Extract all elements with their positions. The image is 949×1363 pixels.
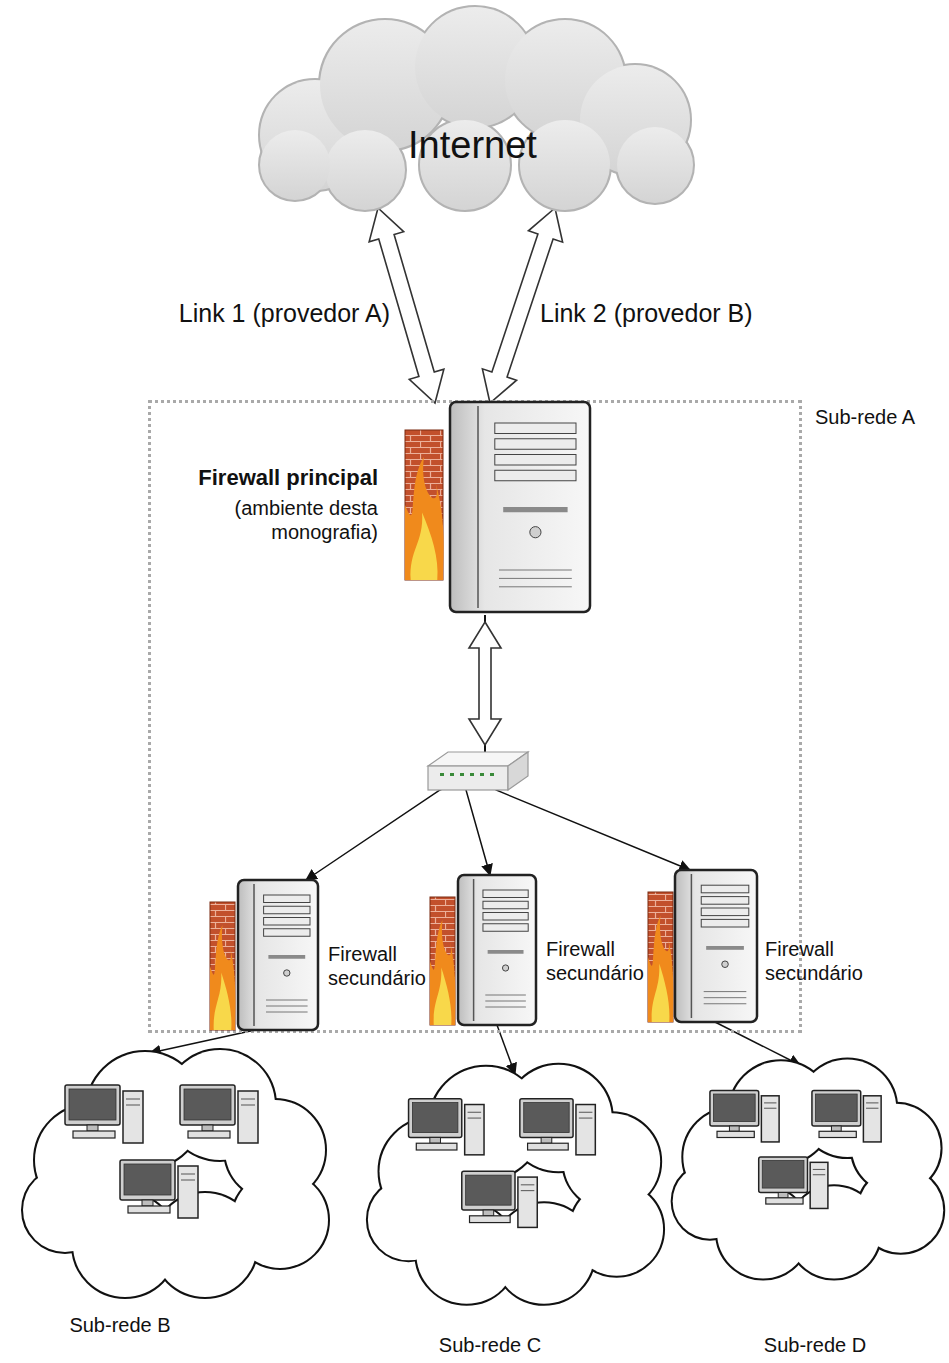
cloud-outline bbox=[368, 1065, 663, 1304]
node-shape bbox=[365, 1060, 665, 1360]
server-tower bbox=[675, 870, 757, 1022]
node-shape bbox=[235, 5, 710, 210]
node-shape bbox=[20, 1045, 330, 1345]
node-title: Sub-rede A bbox=[815, 405, 940, 429]
connector-arrow bbox=[485, 615, 690, 870]
link-label: Link 1 (provedor A) bbox=[92, 298, 392, 328]
firewall-server: Firewall secundário bbox=[205, 880, 454, 1030]
node-title: Firewall secundário bbox=[765, 937, 887, 985]
server-tower bbox=[238, 880, 318, 1030]
subnet-cloud: Sub-rede D bbox=[670, 1055, 945, 1360]
firewall-server: Firewall secundário bbox=[645, 870, 891, 1022]
firewall-server: Firewall principal (ambiente desta monogr… bbox=[160, 405, 595, 615]
computer-icon bbox=[65, 1085, 143, 1143]
firewall-icon bbox=[430, 897, 455, 1025]
computer-icon bbox=[812, 1090, 881, 1141]
firewall-icon bbox=[405, 430, 444, 580]
cloud-outline bbox=[260, 7, 693, 210]
subnet-cloud: Sub-rede B bbox=[20, 1045, 330, 1345]
network-switch bbox=[428, 752, 528, 790]
firewall-icon bbox=[648, 892, 673, 1022]
node-title: Sub-rede D bbox=[715, 1333, 915, 1357]
connector-arrow bbox=[150, 1030, 255, 1053]
computer-icon bbox=[759, 1157, 828, 1208]
connector-arrow bbox=[715, 1022, 800, 1065]
node-title: Firewall principal bbox=[160, 465, 378, 491]
server-tower bbox=[450, 402, 590, 612]
subnet-cloud: Sub-rede C bbox=[365, 1060, 665, 1360]
node-title: Sub-rede C bbox=[390, 1333, 590, 1357]
node-title: Sub-rede B bbox=[20, 1313, 220, 1337]
node-title: Internet bbox=[235, 123, 710, 169]
computer-icon bbox=[120, 1160, 198, 1218]
computer-icon bbox=[520, 1099, 595, 1155]
link-label: Link 2 (provedor B) bbox=[538, 298, 838, 328]
connector-arrow bbox=[306, 615, 485, 880]
computer-icon bbox=[180, 1085, 258, 1143]
firewall-icon bbox=[210, 902, 235, 1030]
cloud-outline bbox=[673, 1059, 944, 1278]
computer-icon bbox=[710, 1090, 779, 1141]
server-tower bbox=[458, 875, 536, 1025]
node-note: (ambiente desta monografia) bbox=[200, 496, 378, 544]
cloud-outline bbox=[23, 1050, 328, 1297]
node-shape bbox=[670, 1055, 945, 1360]
double-arrow bbox=[469, 622, 501, 745]
internet-cloud: Internet bbox=[235, 5, 710, 210]
computer-icon bbox=[462, 1171, 537, 1227]
computer-icon bbox=[409, 1099, 484, 1155]
subnet-region: Sub-rede AFirewall principal(ambiente de… bbox=[148, 400, 802, 1033]
firewall-server: Firewall secundário bbox=[425, 875, 672, 1025]
